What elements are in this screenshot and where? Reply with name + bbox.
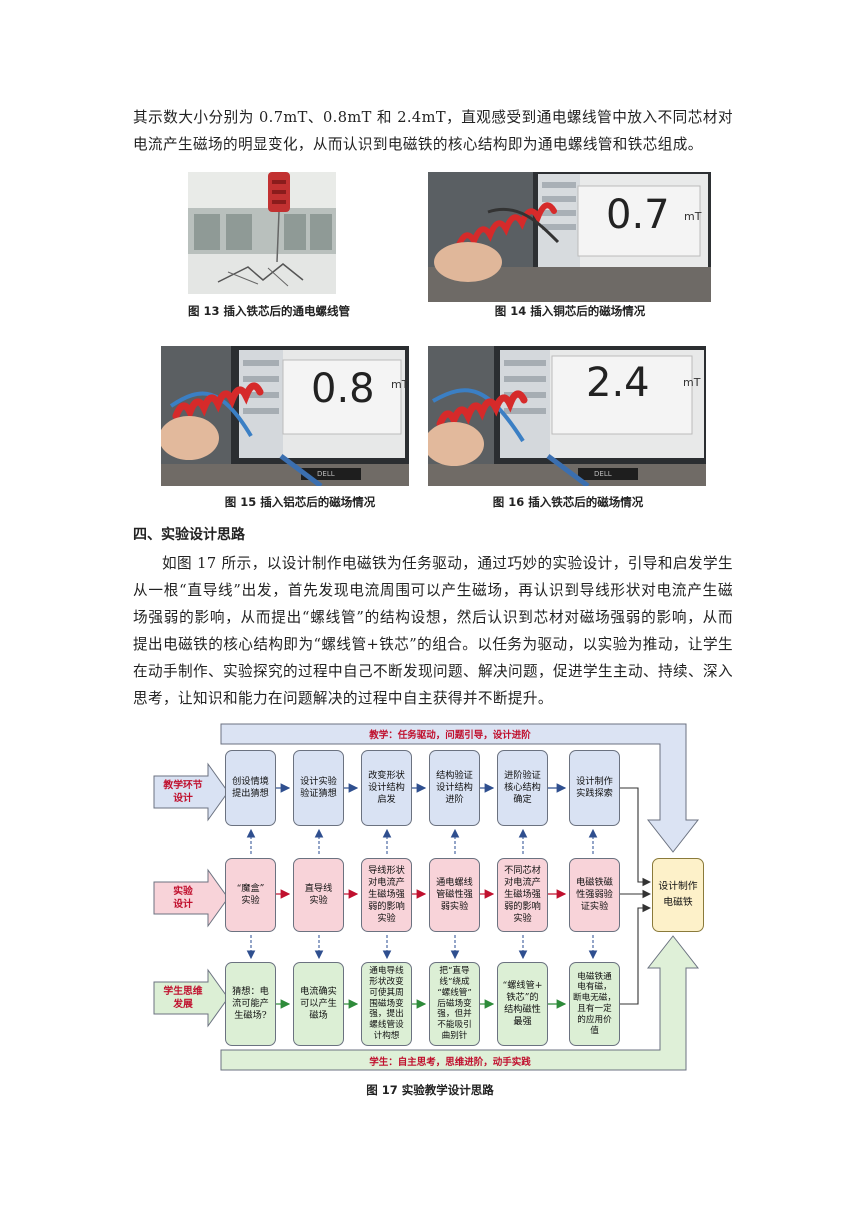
step-box: 设计制作 实践探索 [569, 750, 620, 826]
fig15-photo: 0.8 mT DELL [161, 346, 409, 486]
experiment-box: 直导线 实验 [293, 858, 344, 932]
fig16-reading: 2.4 [586, 360, 650, 406]
fig14-photo: 0.7 mT [428, 172, 711, 302]
step-box: 进阶验证 核心结构 确定 [497, 750, 548, 826]
experiment-box: 电磁铁磁 性强弱验 证实验 [569, 858, 620, 932]
fig16-unit: mT [683, 376, 701, 389]
row-label-experiment: 实验 设计 [173, 886, 193, 910]
thinking-box: 把“直导 线”绕成 “螺线管” 后磁场变 强，但并 不能吸引 曲别针 [429, 962, 480, 1046]
thinking-box: 电流确实 可以产生 磁场 [293, 962, 344, 1046]
fig16-monitor-brand: DELL [594, 470, 612, 478]
section-heading: 四、实验设计思路 [133, 527, 245, 543]
experiment-box: 通电螺线 管磁性强 弱实验 [429, 858, 480, 932]
fig13-caption: 图 13 插入铁芯后的通电螺线管 [188, 304, 351, 318]
fig14-unit: mT [684, 210, 702, 223]
thinking-box: “螺线管+ 铁芯”的 结构磁性 最强 [497, 962, 548, 1046]
thinking-box: 猜想：电 流可能产 生磁场? [225, 962, 276, 1046]
fig15-monitor-brand: DELL [317, 470, 335, 478]
design-diagram: 教学：任务驱动，问题引导，设计进阶 学生：自主思考，思维进阶，动手实践 教学环节… [150, 722, 710, 1074]
fig17-caption: 图 17 实验教学设计思路 [366, 1083, 494, 1097]
top-banner-text: 教学：任务驱动，问题引导，设计进阶 [369, 730, 531, 741]
fig15-unit: mT [391, 378, 409, 391]
final-goal-box: 设计制作 电磁铁 [652, 858, 704, 932]
fig14-caption: 图 14 插入铜芯后的磁场情况 [494, 304, 646, 318]
section-paragraph: 如图 17 所示，以设计制作电磁铁为任务驱动，通过巧妙的实验设计，引导和启发学生… [133, 555, 733, 707]
experiment-box: “魔盒” 实验 [225, 858, 276, 932]
step-box: 设计实验 验证猜想 [293, 750, 344, 826]
fig15-reading: 0.8 [311, 366, 375, 412]
fig15-caption: 图 15 插入铝芯后的磁场情况 [224, 495, 376, 509]
step-box: 结构验证 设计结构 进阶 [429, 750, 480, 826]
fig13-photo [188, 172, 336, 294]
step-box: 创设情境 提出猜想 [225, 750, 276, 826]
fig16-caption: 图 16 插入铁芯后的磁场情况 [492, 495, 644, 509]
step-box: 改变形状 设计结构 启发 [361, 750, 412, 826]
intro-paragraph: 其示数大小分别为 0.7mT、0.8mT 和 2.4mT，直观感受到通电螺线管中… [133, 109, 733, 153]
experiment-box: 不同芯材 对电流产 生磁场强 弱的影响 实验 [497, 858, 548, 932]
row-label-teaching: 教学环节 设计 [163, 780, 203, 804]
fig14-reading: 0.7 [606, 192, 670, 238]
row-label-student: 学生思维 发展 [163, 986, 203, 1010]
experiment-box: 导线形状 对电流产 生磁场强 弱的影响 实验 [361, 858, 412, 932]
diagram-connectors [153, 723, 700, 1071]
bottom-banner-text: 学生：自主思考，思维进阶，动手实践 [369, 1057, 531, 1068]
thinking-box: 电磁铁通 电有磁， 断电无磁， 且有一定 的应用价 值 [569, 962, 620, 1046]
fig16-photo: 2.4 mT DELL [428, 346, 706, 486]
thinking-box: 通电导线 形状改变 可使其周 围磁场变 强，提出 螺线管设 计构想 [361, 962, 412, 1046]
